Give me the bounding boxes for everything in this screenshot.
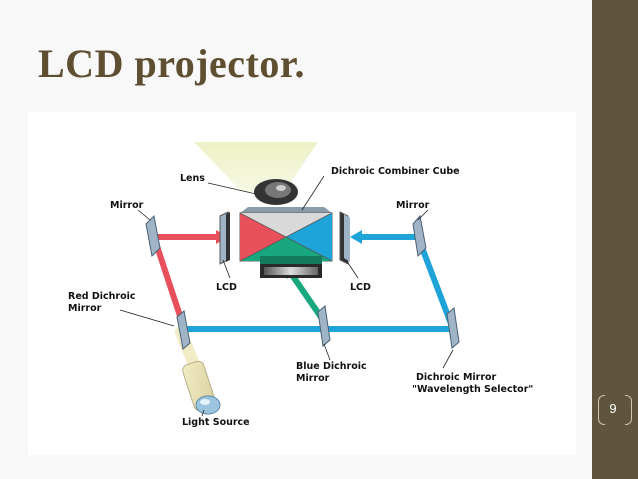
page-number: 9 bbox=[609, 401, 617, 416]
projection-beam bbox=[194, 142, 318, 192]
label-light-source: Light Source bbox=[182, 417, 250, 428]
label-mirror-left: Mirror bbox=[110, 200, 144, 211]
lens bbox=[254, 179, 298, 205]
label-mirror-right: Mirror bbox=[396, 200, 430, 211]
label-red-dichroic-line1: Red Dichroic bbox=[68, 291, 136, 302]
light-source bbox=[182, 360, 221, 415]
label-lcd-left: LCD bbox=[216, 282, 237, 293]
label-lens: Lens bbox=[180, 173, 205, 184]
bracket-left bbox=[598, 395, 605, 425]
mirrors bbox=[145, 214, 460, 350]
red-beam-diagonal bbox=[151, 234, 186, 328]
lcd-left-panel bbox=[219, 211, 230, 265]
slide-title: LCD projector. bbox=[38, 41, 305, 86]
label-blue-dichroic-line2: Mirror bbox=[296, 373, 330, 384]
mirror-blue-dichroic bbox=[317, 305, 331, 347]
label-selector-line2: "Wavelength Selector" bbox=[412, 384, 533, 395]
diagram-svg: Lens Dichroic Combiner Cube Mirror Mirro… bbox=[68, 142, 533, 428]
lcd-right-panel bbox=[339, 211, 350, 265]
lcd-projector-diagram: Lens Dichroic Combiner Cube Mirror Mirro… bbox=[28, 112, 576, 455]
page-number-badge: 9 bbox=[594, 395, 634, 425]
leader-lines bbox=[119, 175, 454, 417]
label-red-dichroic-line2: Mirror bbox=[68, 303, 102, 314]
label-selector-line1: Dichroic Mirror bbox=[416, 372, 497, 383]
label-combiner-cube: Dichroic Combiner Cube bbox=[331, 166, 460, 177]
mirror-top-right bbox=[412, 214, 427, 258]
mirror-red-dichroic bbox=[176, 310, 191, 350]
mirror-top-left bbox=[145, 214, 161, 258]
mirror-wavelength-selector bbox=[446, 307, 460, 349]
lcd-bottom-panel bbox=[260, 256, 322, 278]
blue-arrow bbox=[350, 230, 362, 244]
label-lcd-right: LCD bbox=[350, 282, 371, 293]
combiner-cube bbox=[239, 207, 333, 262]
label-blue-dichroic-line1: Blue Dichroic bbox=[296, 361, 367, 372]
